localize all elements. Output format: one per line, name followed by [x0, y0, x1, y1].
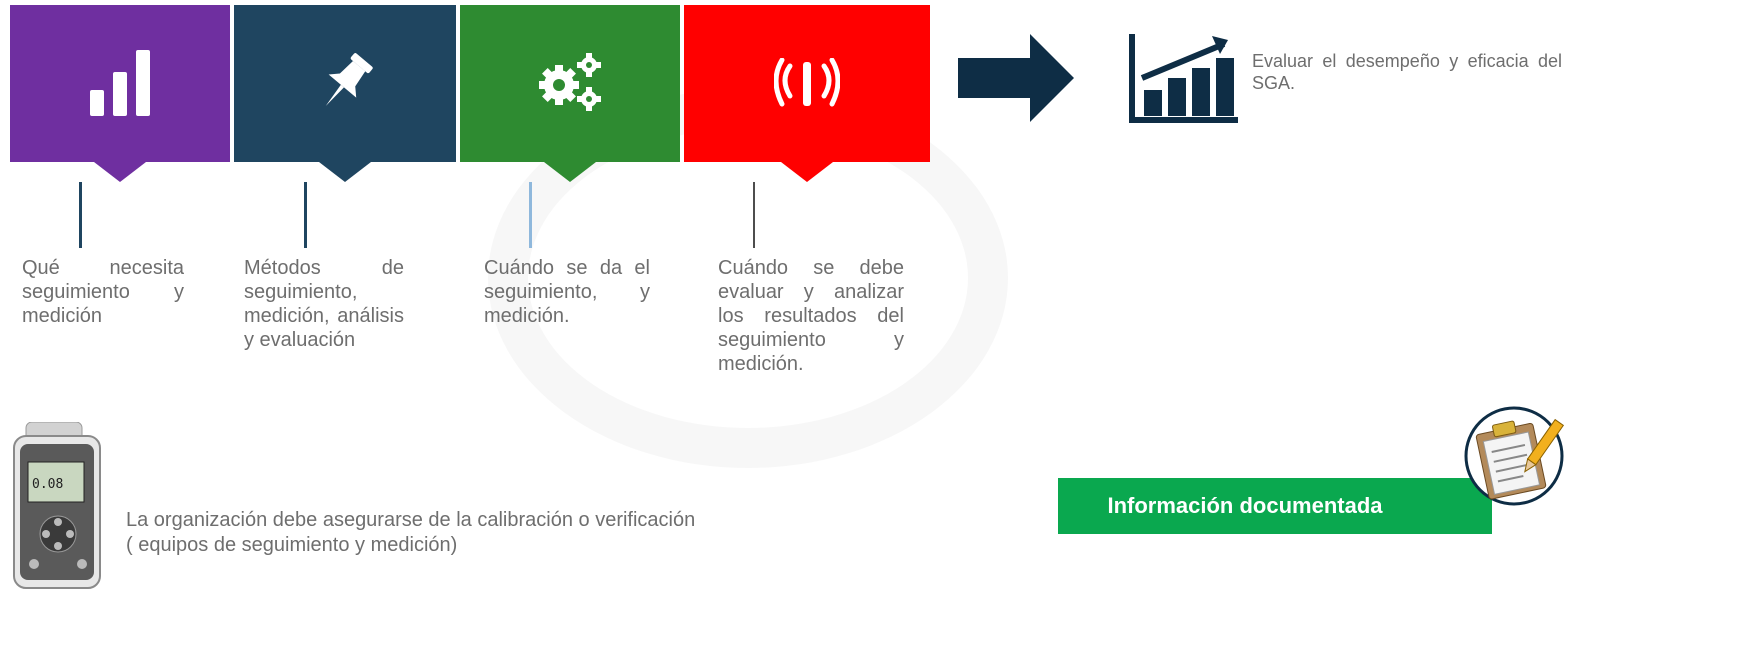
broadcast-icon — [774, 58, 840, 107]
clipboard-pencil-icon — [1464, 406, 1565, 506]
box-pointer — [781, 162, 833, 182]
signal-bars-icon — [90, 50, 150, 116]
step-box-4 — [684, 5, 930, 182]
step-text-4: Cuándo se debe evaluar y analizar los re… — [718, 257, 904, 375]
box-pointer — [544, 162, 596, 182]
pushpin-icon — [325, 53, 373, 106]
connector-line-4 — [753, 182, 755, 248]
calibration-text: La organización debe asegurarse de la ca… — [126, 509, 696, 556]
step-box-2 — [234, 5, 456, 182]
box-pointer — [94, 162, 146, 182]
connector-line-2 — [304, 182, 307, 248]
evaluation-text: Evaluar el desempeño y eficacia del SGA. — [1252, 51, 1562, 93]
gears-icon — [539, 53, 601, 111]
step-text-1: Qué necesita seguimiento y medición — [22, 257, 184, 327]
device-display-value: 0.08 — [32, 477, 63, 492]
right-arrow-icon — [958, 34, 1074, 122]
step-text-2: Métodos de seguimiento, medición, anális… — [244, 257, 404, 351]
step-box-3 — [460, 5, 680, 182]
connector-line-1 — [79, 182, 82, 248]
step-text-3: Cuándo se da el seguimiento, y medición. — [484, 257, 650, 327]
growth-chart-icon — [1129, 34, 1238, 123]
measuring-device-icon: 0.08 — [13, 422, 101, 589]
box-pointer — [319, 162, 371, 182]
documented-info-label: Información documentada — [1107, 493, 1383, 518]
step-box-1 — [10, 5, 230, 182]
documented-info-badge: Información documentada — [1058, 478, 1492, 534]
connector-line-3 — [529, 182, 532, 248]
